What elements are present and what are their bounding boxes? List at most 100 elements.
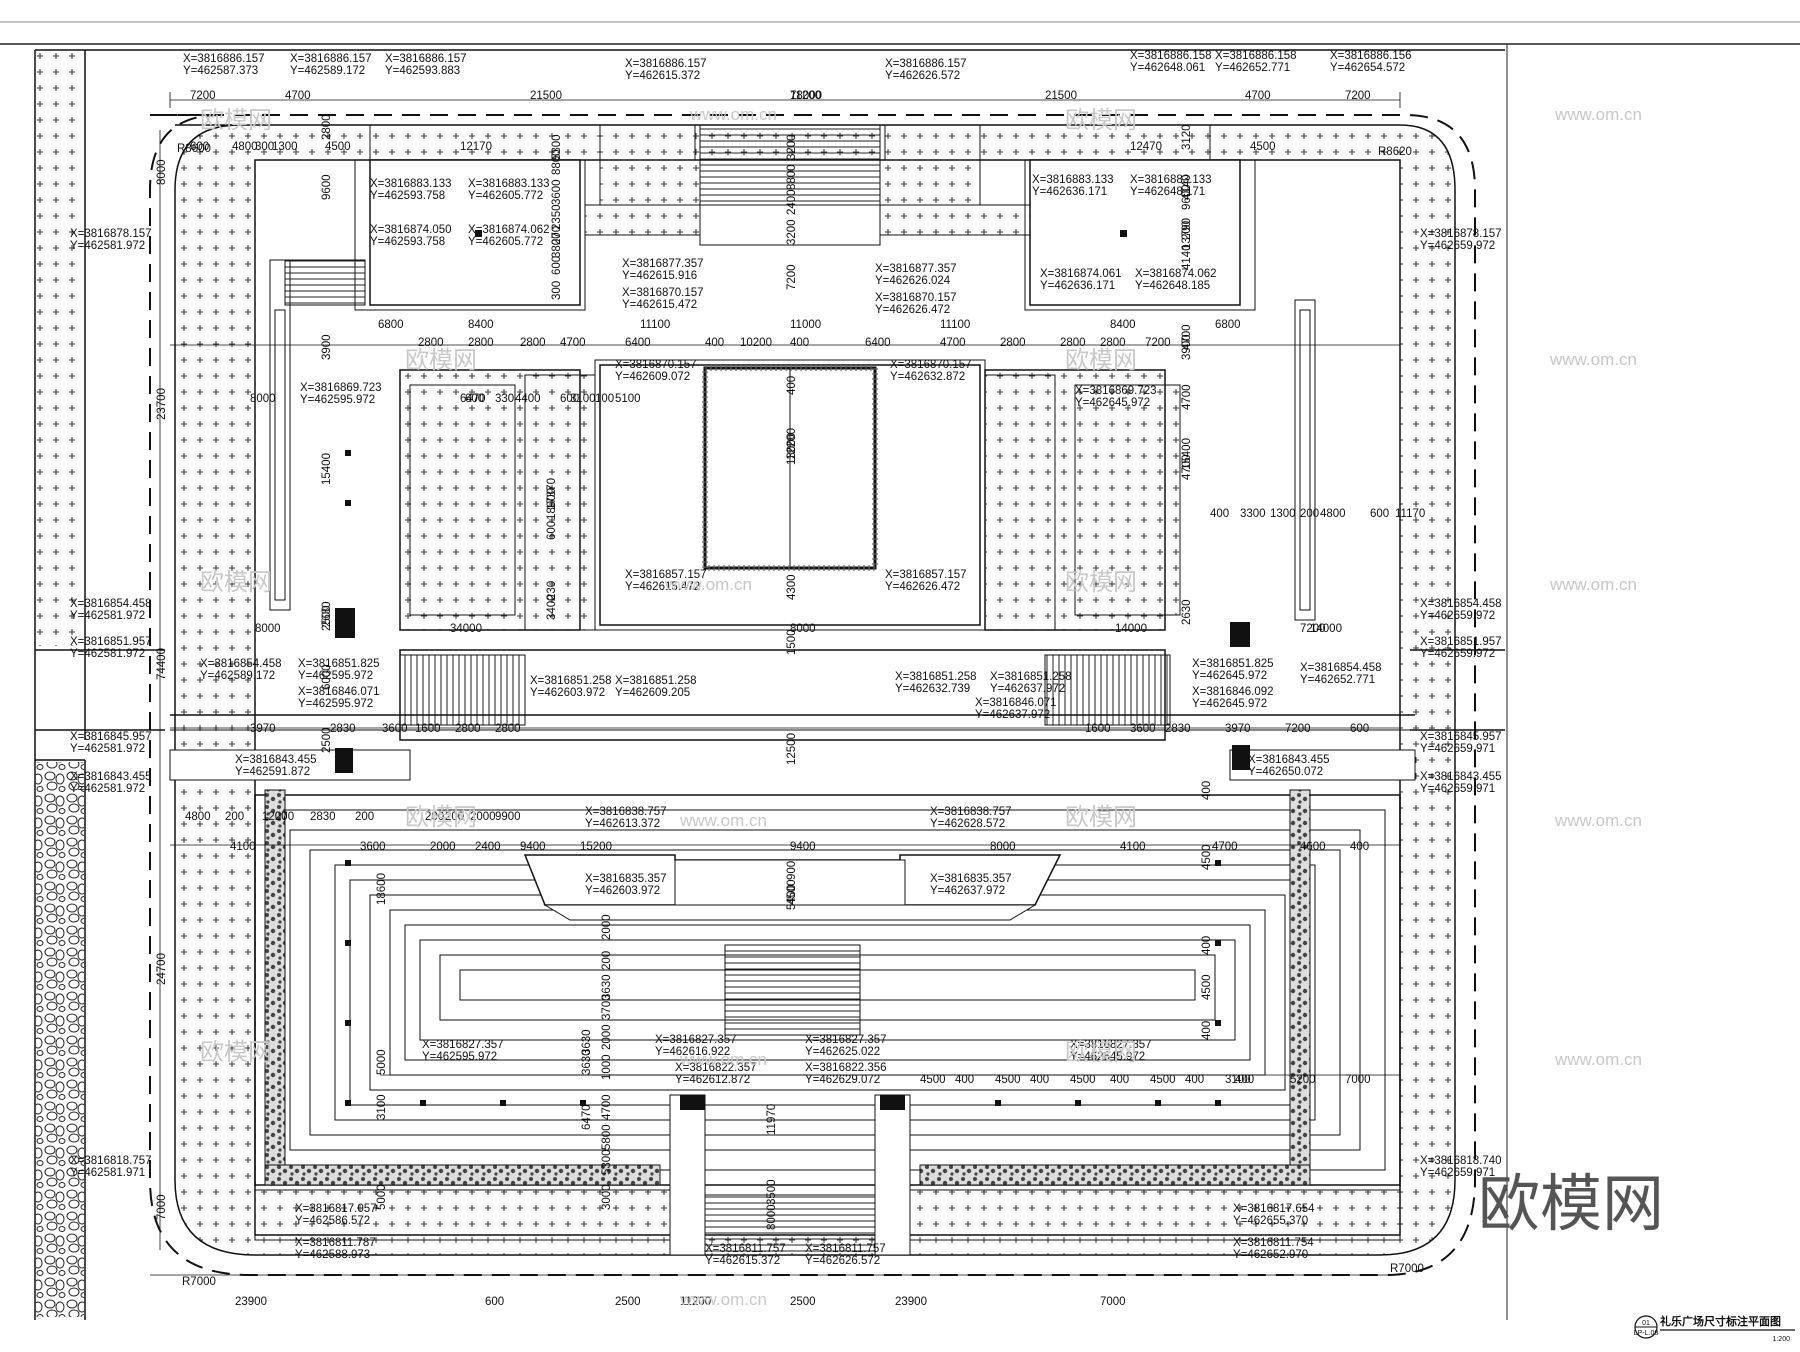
dimension-label: 2400	[475, 841, 501, 853]
coordinate-y-label: Y=462581.972	[70, 743, 145, 755]
dimension-label: 2800	[468, 337, 494, 349]
dimension-label-vertical: 13000	[786, 433, 798, 465]
coordinate-x-label: X=3816886.156	[1330, 50, 1412, 62]
dimension-label: 8000	[990, 841, 1016, 853]
watermark-logo: 欧模网	[1065, 804, 1137, 831]
dimension-label: 3600	[360, 841, 386, 853]
dimension-label-vertical: 2500	[321, 605, 333, 631]
dimension-label: 11100	[940, 319, 970, 331]
watermark-logo: 欧模网	[1065, 107, 1137, 134]
coordinate-y-label: Y=462586.572	[295, 1215, 370, 1227]
coordinate-x-label: X=3816811.757	[705, 1243, 786, 1255]
dimension-label: 14000	[1115, 623, 1147, 635]
coordinate-y-label: Y=462581.972	[70, 648, 145, 660]
coordinate-x-label: X=3816854.458	[200, 658, 282, 670]
dimension-label: 78000	[790, 90, 822, 102]
dimension-label-vertical: 200	[1181, 221, 1193, 240]
coordinate-y-label: Y=462629.072	[805, 1074, 880, 1086]
dimension-label-vertical: 400	[1201, 1021, 1213, 1040]
dimension-label-vertical: 18900	[546, 488, 558, 520]
coordinate-x-label: X=3816851.258	[530, 675, 612, 687]
dimension-label: 600	[1370, 508, 1389, 520]
dimension-label: 4700	[1212, 841, 1238, 853]
dimension-label: 15200	[580, 841, 612, 853]
dimension-label: 1300	[272, 141, 298, 153]
coordinate-y-label: Y=462581.972	[70, 240, 145, 252]
coordinate-x-label: X=3816845.957	[70, 731, 152, 743]
north-wing-buildings	[354, 124, 1256, 311]
dimension-label-vertical: 3600	[551, 179, 563, 205]
dimension-label: 4700	[1245, 90, 1271, 102]
dimension-label: 2800	[495, 723, 521, 735]
coordinate-y-label: Y=462637.972	[990, 683, 1065, 695]
dimension-label: 8000	[790, 623, 816, 635]
dimension-label: 600	[1350, 723, 1369, 735]
coordinate-y-label: Y=462595.972	[422, 1051, 497, 1063]
coordinate-y-label: Y=462650.072	[1248, 766, 1323, 778]
coordinate-x-label: X=3816886.157	[385, 53, 467, 65]
coordinate-y-label: Y=462581.972	[70, 783, 145, 795]
dimension-label: 4500	[1070, 1074, 1096, 1086]
dimension-label: 4800	[232, 141, 258, 153]
coordinate-x-label: X=3816817.057	[295, 1203, 377, 1215]
watermark-url: www.om.cn	[679, 1290, 767, 1309]
coordinate-x-label: X=3816883.133	[1032, 174, 1114, 186]
coordinate-x-label: X=3816870.157	[875, 292, 957, 304]
dimension-label: 12470	[1130, 141, 1162, 153]
coordinate-x-label: X=3816843.455	[1248, 754, 1330, 766]
dimension-label: 12170	[460, 141, 492, 153]
dimension-label: 4700	[940, 337, 966, 349]
coordinate-x-label: X=3816811.787	[295, 1237, 376, 1249]
dimension-label-vertical: 4700	[1181, 324, 1193, 350]
dimension-label: 2830	[310, 811, 336, 823]
coordinate-x-label: X=3816827.357	[655, 1034, 737, 1046]
dimension-label: 4500	[325, 141, 351, 153]
flanking-planting-beds	[399, 369, 1181, 631]
coordinate-y-label: Y=462654.572	[1330, 62, 1405, 74]
dimension-label: 2830	[1165, 723, 1191, 735]
dimension-label-vertical: 4500	[1201, 844, 1213, 870]
dimension-label-vertical: 74400	[156, 648, 168, 680]
watermark-logo: 欧模网	[200, 569, 272, 596]
dimension-label-vertical: 2630	[321, 601, 333, 627]
sheet-border	[0, 21, 1800, 1320]
coordinate-x-label: X=3816843.455	[70, 771, 152, 783]
dimension-label: 11200	[680, 1296, 711, 1308]
dimension-label: 8400	[468, 319, 494, 331]
dimension-label-vertical: 13790	[1181, 218, 1193, 250]
coordinate-x-label: X=3816822.356	[805, 1062, 887, 1074]
dimension-label: 2000	[430, 841, 456, 853]
dimension-label-vertical: 3400	[546, 594, 558, 620]
dimension-label: 200	[445, 811, 464, 823]
dimension-label-vertical: 200	[601, 951, 613, 970]
dimension-label: 14000	[1310, 623, 1342, 635]
coordinate-y-label: Y=462605.772	[468, 190, 543, 202]
coordinate-y-label: Y=462615.472	[625, 581, 700, 593]
dimension-label: 2830	[330, 723, 356, 735]
coordinate-x-label: X=3816877.357	[622, 258, 704, 270]
watermark-url: www.om.cn	[1549, 350, 1637, 369]
coordinate-x-label: X=3816851.825	[298, 658, 380, 670]
coordinate-x-label: X=3816878.157	[70, 228, 152, 240]
coordinate-x-label: X=3816817.654	[1233, 1203, 1315, 1215]
dimension-label-vertical: 7000	[156, 1194, 168, 1220]
coordinate-x-label: X=3816877.357	[875, 263, 957, 275]
dimension-label: 11170	[1395, 508, 1425, 520]
coordinate-x-label: X=3816851.957	[70, 636, 152, 648]
coordinate-y-label: Y=462615.916	[622, 270, 697, 282]
coordinate-x-label: X=3816874.062	[1135, 268, 1217, 280]
coordinate-y-label: Y=462659.972	[1420, 648, 1495, 660]
dimension-label: 23900	[895, 1296, 927, 1308]
dimension-label-vertical: 3800	[551, 232, 563, 258]
dimension-label: 7200	[1145, 337, 1171, 349]
coordinate-x-label: X=3816846.092	[1192, 686, 1274, 698]
dimension-label: 7200	[190, 90, 216, 102]
dimension-label-vertical: 4140	[1181, 174, 1193, 200]
dimension-label: 400	[1030, 1074, 1049, 1086]
dimension-label: 200	[355, 811, 374, 823]
watermark-url: www.om.cn	[1554, 105, 1642, 124]
dimension-label-vertical: 8800	[786, 164, 798, 190]
radius-label: R7000	[1390, 1263, 1424, 1275]
dimension-label-vertical: 5800	[601, 1124, 613, 1150]
